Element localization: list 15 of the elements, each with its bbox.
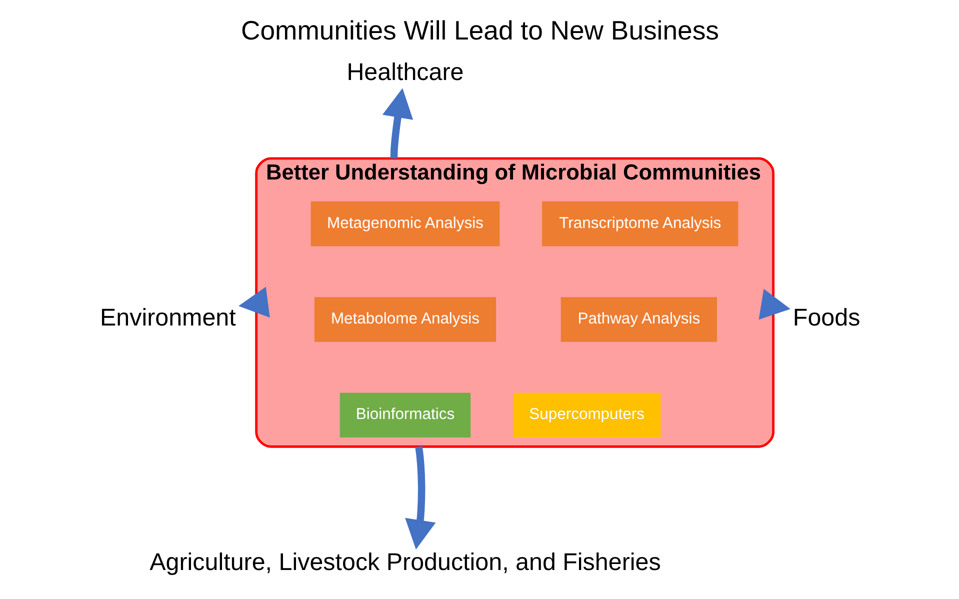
arrow (238, 286, 270, 318)
node-box: Metabolome Analysis (314, 297, 496, 342)
node-text: Healthcare (346, 58, 464, 86)
arrow (758, 288, 790, 320)
node-text: Environment (99, 304, 236, 332)
node-box: Supercomputers (512, 392, 660, 438)
diagram-title: Communities Will Lead to New Business (240, 15, 718, 46)
node-box: Metagenomic Analysis (310, 201, 500, 246)
arrow (404, 446, 436, 550)
node-box: Bioinformatics (339, 392, 470, 438)
node-text: Agriculture, Livestock Production, and Fisheries (149, 549, 660, 576)
node-text: Foods (792, 304, 860, 332)
node-box: Transcriptome Analysis (542, 201, 738, 246)
node-box: Pathway Analysis (560, 297, 716, 342)
arrow (382, 88, 413, 158)
